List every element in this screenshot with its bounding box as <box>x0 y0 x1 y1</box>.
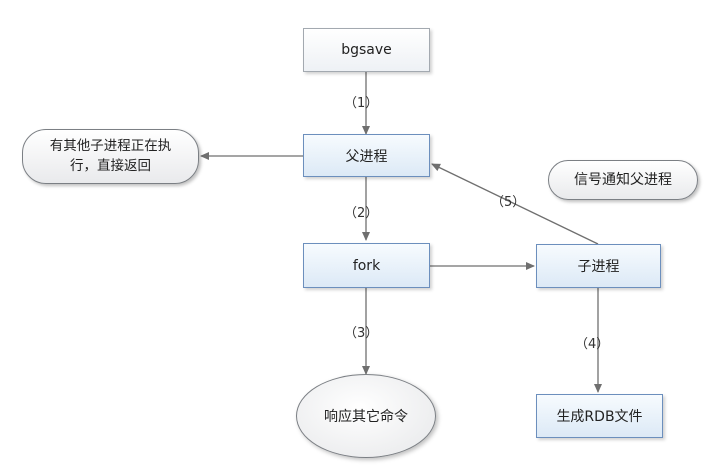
generate-rdb-label: 生成RDB文件 <box>556 409 643 425</box>
bgsave-label: bgsave <box>341 42 392 58</box>
step-3-label: （3） <box>344 326 379 341</box>
fork-label: fork <box>352 257 381 274</box>
child-process-box: 子进程 <box>536 244 661 288</box>
notify-parent-node: 信号通知父进程 <box>548 160 698 200</box>
step-4-label: （4） <box>575 337 610 352</box>
generate-rdb-box: 生成RDB文件 <box>536 394 663 438</box>
parent-process-label: 父进程 <box>345 148 388 165</box>
step-1-label: （1） <box>344 96 379 111</box>
arrow-child-to-parent <box>431 163 599 245</box>
other-child-line-2: 行，直接返回 <box>70 157 151 174</box>
bgsave-box: bgsave <box>303 28 430 72</box>
notify-parent-label: 信号通知父进程 <box>574 171 672 188</box>
other-child-running-node: 有其他子进程正在执 行，直接返回 <box>22 129 199 184</box>
other-child-line-1: 有其他子进程正在执 <box>49 137 172 154</box>
fork-box: fork <box>303 243 430 288</box>
respond-other-commands-node: 响应其它命令 <box>296 374 436 458</box>
step-2-label: （2） <box>344 206 379 221</box>
respond-other-label: 响应其它命令 <box>324 409 408 425</box>
parent-process-box: 父进程 <box>303 134 430 177</box>
child-process-label: 子进程 <box>577 259 620 275</box>
step-5-label: （5） <box>491 195 526 210</box>
